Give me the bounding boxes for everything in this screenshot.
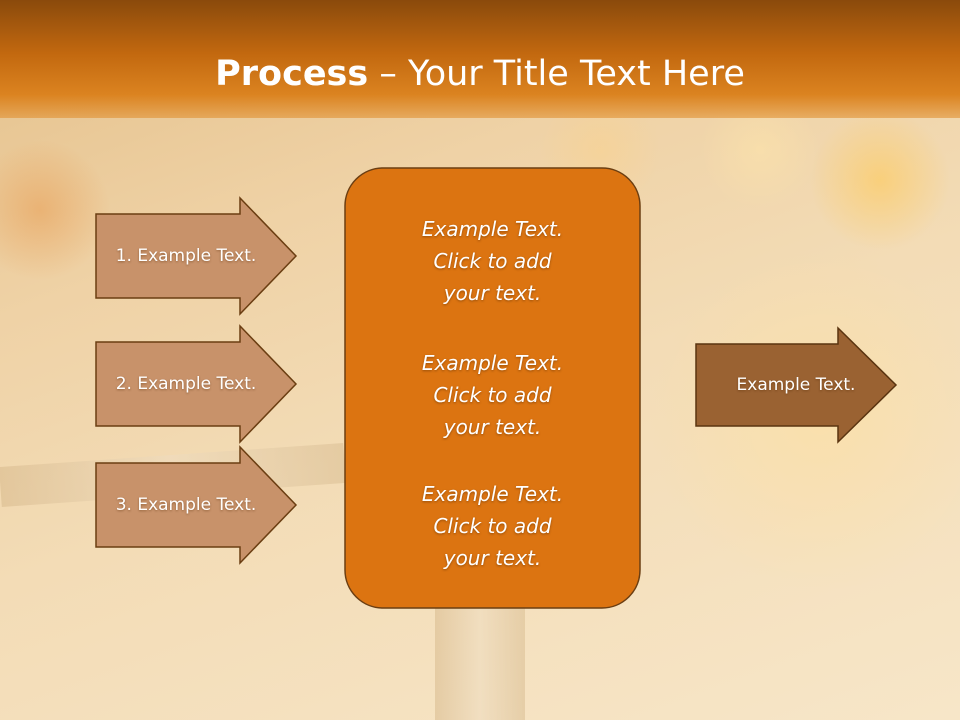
paragraph-line: your text. [443,546,542,570]
background-ribbon [435,600,525,720]
arrow-result-label: Example Text. [736,375,856,395]
paragraph-line: your text. [443,281,542,305]
title-rest: – Your Title Text Here [368,54,745,94]
slide-title: Process – Your Title Text Here [0,54,960,94]
center-box[interactable] [344,167,641,609]
paragraph-line: Click to add [433,249,552,273]
title-bold: Process [215,54,369,94]
center-paragraph-2: Example Text. Click to add your text. [345,347,640,443]
arrow-step-2[interactable] [95,324,298,444]
arrow-result[interactable] [695,326,898,444]
header-bar [0,0,960,118]
paragraph-line: Example Text. [421,482,564,506]
center-paragraph-3: Example Text. Click to add your text. [345,478,640,574]
arrow-step-1-label: 1. Example Text. [115,246,257,266]
arrow-step-3[interactable] [95,445,298,565]
arrow-step-1[interactable] [95,196,298,316]
center-paragraph-1: Example Text. Click to add your text. [345,213,640,309]
paragraph-line: Click to add [433,383,552,407]
paragraph-line: Example Text. [421,351,564,375]
paragraph-line: Example Text. [421,217,564,241]
paragraph-line: your text. [443,415,542,439]
arrow-step-2-label: 2. Example Text. [115,374,257,394]
paragraph-line: Click to add [433,514,552,538]
arrow-step-3-label: 3. Example Text. [115,495,257,515]
